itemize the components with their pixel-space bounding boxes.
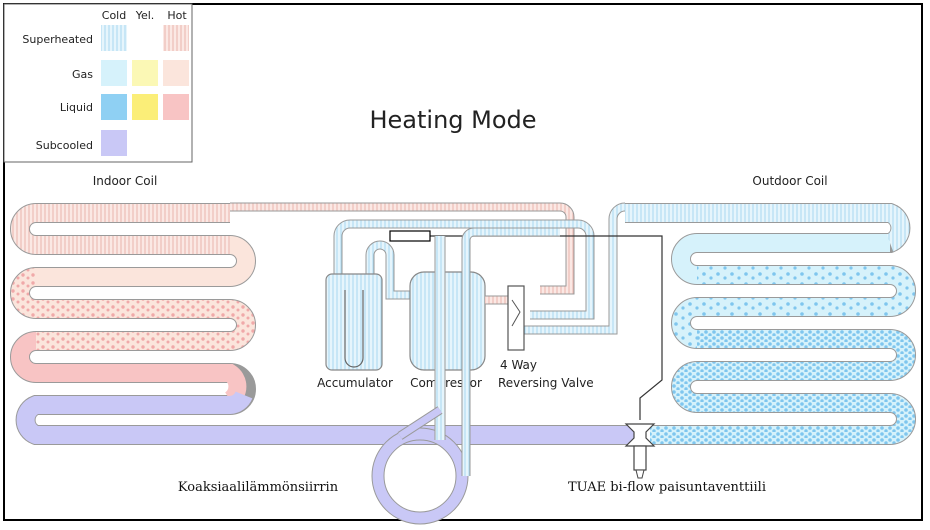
swatch-yel-gas xyxy=(132,60,158,86)
coaxial-label: Koaksiaalilämmönsiirrin xyxy=(178,480,339,495)
legend-row-superheated: Superheated xyxy=(22,33,93,46)
compressor: Compressor xyxy=(409,271,486,390)
swatch-hot-superheated xyxy=(163,25,189,51)
swatch-yel-liquid xyxy=(132,94,158,120)
legend-row-liquid: Liquid xyxy=(60,101,93,114)
accumulator-label: Accumulator xyxy=(317,376,393,390)
coaxial-heat-exchanger: Koaksiaalilämmönsiirrin xyxy=(178,227,560,525)
indoor-coil-label: Indoor Coil xyxy=(93,174,158,188)
sensor-bulb xyxy=(389,230,431,242)
legend-col-yel: Yel. xyxy=(135,9,155,22)
swatch-subcooled xyxy=(101,130,127,156)
legend-box xyxy=(3,3,193,163)
diagram-title: Heating Mode xyxy=(369,106,536,134)
indoor-coil: Indoor Coil xyxy=(10,174,640,445)
swatch-hot-gas xyxy=(163,60,189,86)
legend-col-cold: Cold xyxy=(102,9,126,22)
sensor-capillary xyxy=(430,235,663,420)
hot-gas-line xyxy=(230,202,575,295)
valve-label-line1: 4 Way xyxy=(500,358,537,372)
outdoor-suction-line-fill xyxy=(520,203,626,334)
hot-gas-line-fill xyxy=(230,203,574,294)
accumulator-outlet-fill xyxy=(366,241,410,299)
legend-row-subcooled: Subcooled xyxy=(36,139,93,152)
suction-loop-fill xyxy=(334,220,594,319)
swatch-cold-gas xyxy=(101,60,127,86)
accumulator: Accumulator xyxy=(317,273,393,390)
swatch-cold-liquid xyxy=(101,94,127,120)
expansion-valve: TUAE bi-flow paisuntaventtiili xyxy=(568,423,766,495)
valve-label-line2: Reversing Valve xyxy=(498,376,594,390)
outdoor-coil-label: Outdoor Coil xyxy=(752,174,827,188)
reversing-valve: 4 Way Reversing Valve xyxy=(498,285,594,390)
swatch-cold-superheated xyxy=(101,25,127,51)
legend-row-gas: Gas xyxy=(72,68,93,81)
legend: Cold Yel. Hot Superheated Gas Liquid Sub… xyxy=(3,3,193,163)
expansion-valve-label: TUAE bi-flow paisuntaventtiili xyxy=(568,480,766,495)
compressor-label: Compressor xyxy=(410,376,482,390)
outdoor-coil: Outdoor Coil xyxy=(625,174,916,445)
swatch-hot-liquid xyxy=(163,94,189,120)
legend-col-hot: Hot xyxy=(167,9,187,22)
